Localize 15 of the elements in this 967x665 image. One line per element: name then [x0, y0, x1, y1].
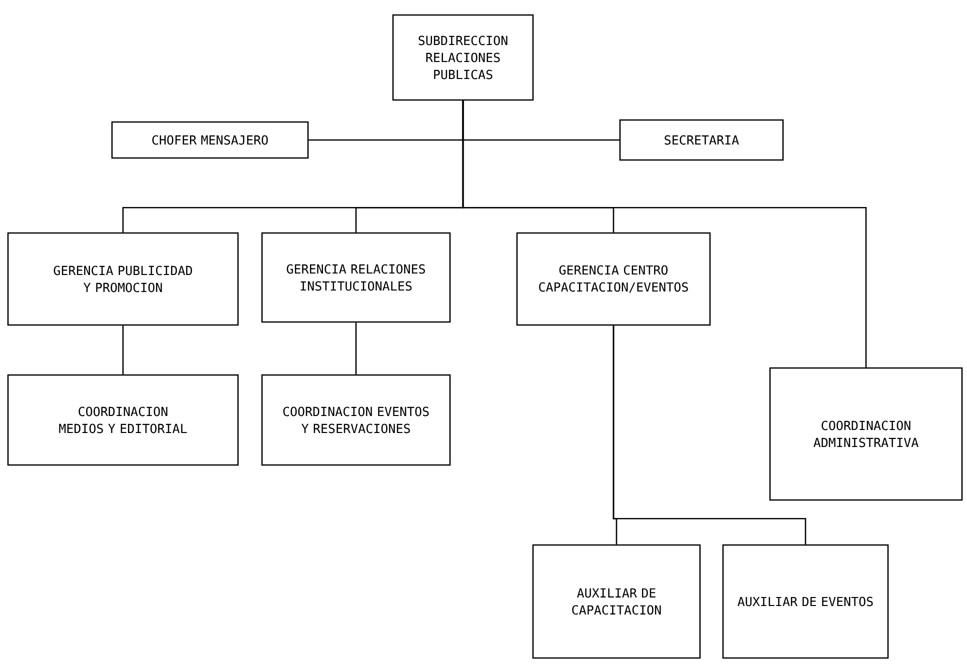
org-box: GERENCIA CENTRO CAPACITACION/EVENTOS — [516, 232, 711, 326]
connector-line — [462, 100, 867, 368]
org-box: AUXILIAR DE EVENTOS — [722, 544, 889, 659]
org-box: GERENCIA RELACIONES INSTITUCIONALES — [261, 232, 451, 323]
org-box: SUBDIRECCION RELACIONES PUBLICAS — [392, 14, 534, 101]
org-box: SECRETARIA — [619, 119, 784, 161]
org-box: COORDINACION MEDIOS Y EDITORIAL — [7, 374, 239, 466]
org-box: CHOFER MENSAJERO — [111, 121, 309, 159]
org-box: COORDINACION ADMINISTRATIVA — [769, 367, 963, 501]
org-box: AUXILIAR DE CAPACITACION — [532, 544, 701, 659]
org-box: COORDINACION EVENTOS Y RESERVACIONES — [261, 374, 451, 466]
connector-line — [122, 326, 124, 374]
connector-line — [355, 322, 357, 374]
org-box: GERENCIA PUBLICIDAD Y PROMOCION — [7, 232, 239, 326]
connector-line — [612, 326, 806, 544]
